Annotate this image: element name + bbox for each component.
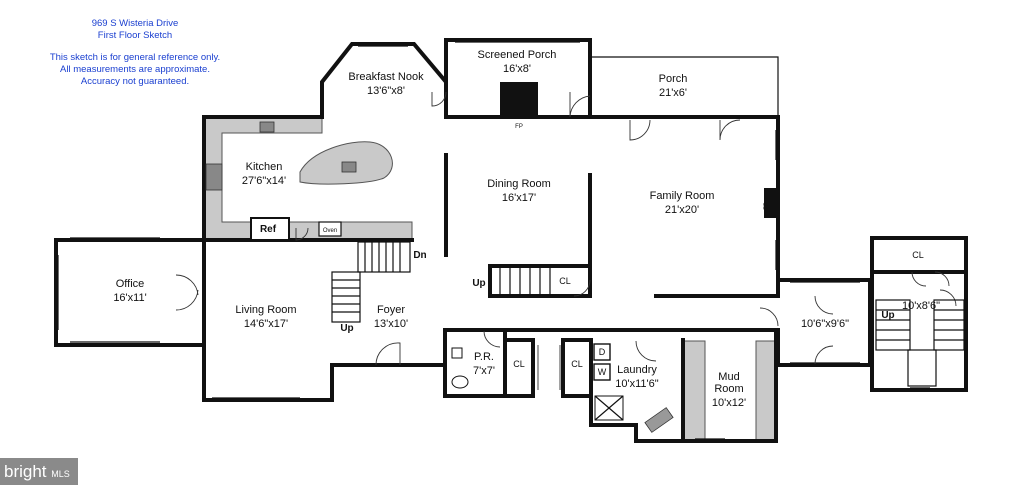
sink-icon [259,121,275,133]
family-room-fireplace [764,188,776,218]
room-name-living-room: Living Room [235,304,296,316]
fireplace-label-1: FP [515,124,523,130]
room-dim-office: 16'x11' [113,292,146,304]
room-name-kitchen: Kitchen [246,161,283,173]
room-name-mud-room: Room [714,383,743,395]
disclaimer-block: 969 S Wisteria Drive First Floor Sketch … [30,18,240,88]
room-name-screened-porch: Screened Porch [478,49,557,61]
room-dim-dining-room: 16'x17' [502,192,536,204]
room-name-office: Office [116,278,145,290]
screened-porch-fireplace [500,82,538,118]
refrigerator-icon [250,217,290,241]
disclaimer-line-2: All measurements are approximate. [60,64,210,75]
toilet-icon [451,375,469,389]
walls [54,38,968,443]
dn-label: Dn [413,250,426,261]
dryer-label: D [599,347,606,357]
room-dim-hall: 10'6"x9'6" [801,318,849,330]
room-dim-living-room: 14'6"x17' [244,318,288,330]
disclaimer-line-1: This sketch is for general reference onl… [49,52,221,63]
windows [57,41,930,440]
mud-room-bench-left [682,340,706,442]
room-dim-stair-room: 10'x8'6" [902,300,940,312]
fireplace-label-2: FP [764,202,770,210]
dryer-icon [593,343,611,361]
room-name-breakfast-nook: Breakfast Nook [348,71,424,83]
room-name-powder-room: P.R. [474,351,494,363]
stairs [331,241,965,387]
island-sink-icon [341,161,357,173]
fixtures [205,121,674,433]
address-text: 969 S Wisteria Drive [91,18,179,29]
room-dim-foyer: 13'x10' [374,318,408,330]
door-swings [175,91,957,390]
disclaimer-line-3: Accuracy not guaranteed. [80,76,190,87]
room-name-mud: Mud [718,371,739,383]
laundry-appliance-icon [644,407,674,433]
room-dim-family-room: 21'x20' [665,204,699,216]
room-name-porch: Porch [659,73,688,85]
washer-icon [593,363,611,381]
oven-label: Oven [323,228,337,234]
oven-icon [318,221,342,237]
room-name-foyer: Foyer [377,304,405,316]
room-labels: Breakfast Nook 13'6"x8' Screened Porch 1… [113,49,940,409]
fixture-labels: Ref Oven Dn Up Up Up CL CL CL CL D W FP … [260,124,924,377]
brand-logo-text: bright [4,462,47,481]
floor-title: First Floor Sketch [97,30,173,41]
room-dim-mud-room: 10'x12' [712,397,746,409]
room-dim-laundry: 10'x11'6" [615,378,658,390]
mud-room-bench-right [755,340,777,442]
stair-room-up-label: Up [881,310,894,321]
room-name-dining-room: Dining Room [487,178,551,190]
brand-logo: bright MLS [0,458,78,485]
washer-label: W [598,367,607,377]
room-name-family-room: Family Room [650,190,715,202]
closet-label-2: CL [571,359,583,369]
room-dim-powder-room: 7'x7' [473,365,495,377]
brand-mls-text: MLS [51,469,70,479]
pr-sink-icon [451,347,463,359]
room-dim-porch: 21'x6' [659,87,687,99]
foyer-up-label: Up [340,323,353,334]
room-name-laundry: Laundry [617,364,657,376]
room-dim-kitchen: 27'6"x14' [242,175,286,187]
ref-label: Ref [260,224,277,235]
room-dim-screened-porch: 16'x8' [503,63,531,75]
room-dim-breakfast-nook: 13'6"x8' [367,85,405,97]
stair-room-closet-label: CL [912,250,924,260]
cooktop-icon [205,163,223,191]
dining-up-label: Up [472,278,485,289]
dining-closet-label: CL [559,276,571,286]
closet-label-1: CL [513,359,525,369]
